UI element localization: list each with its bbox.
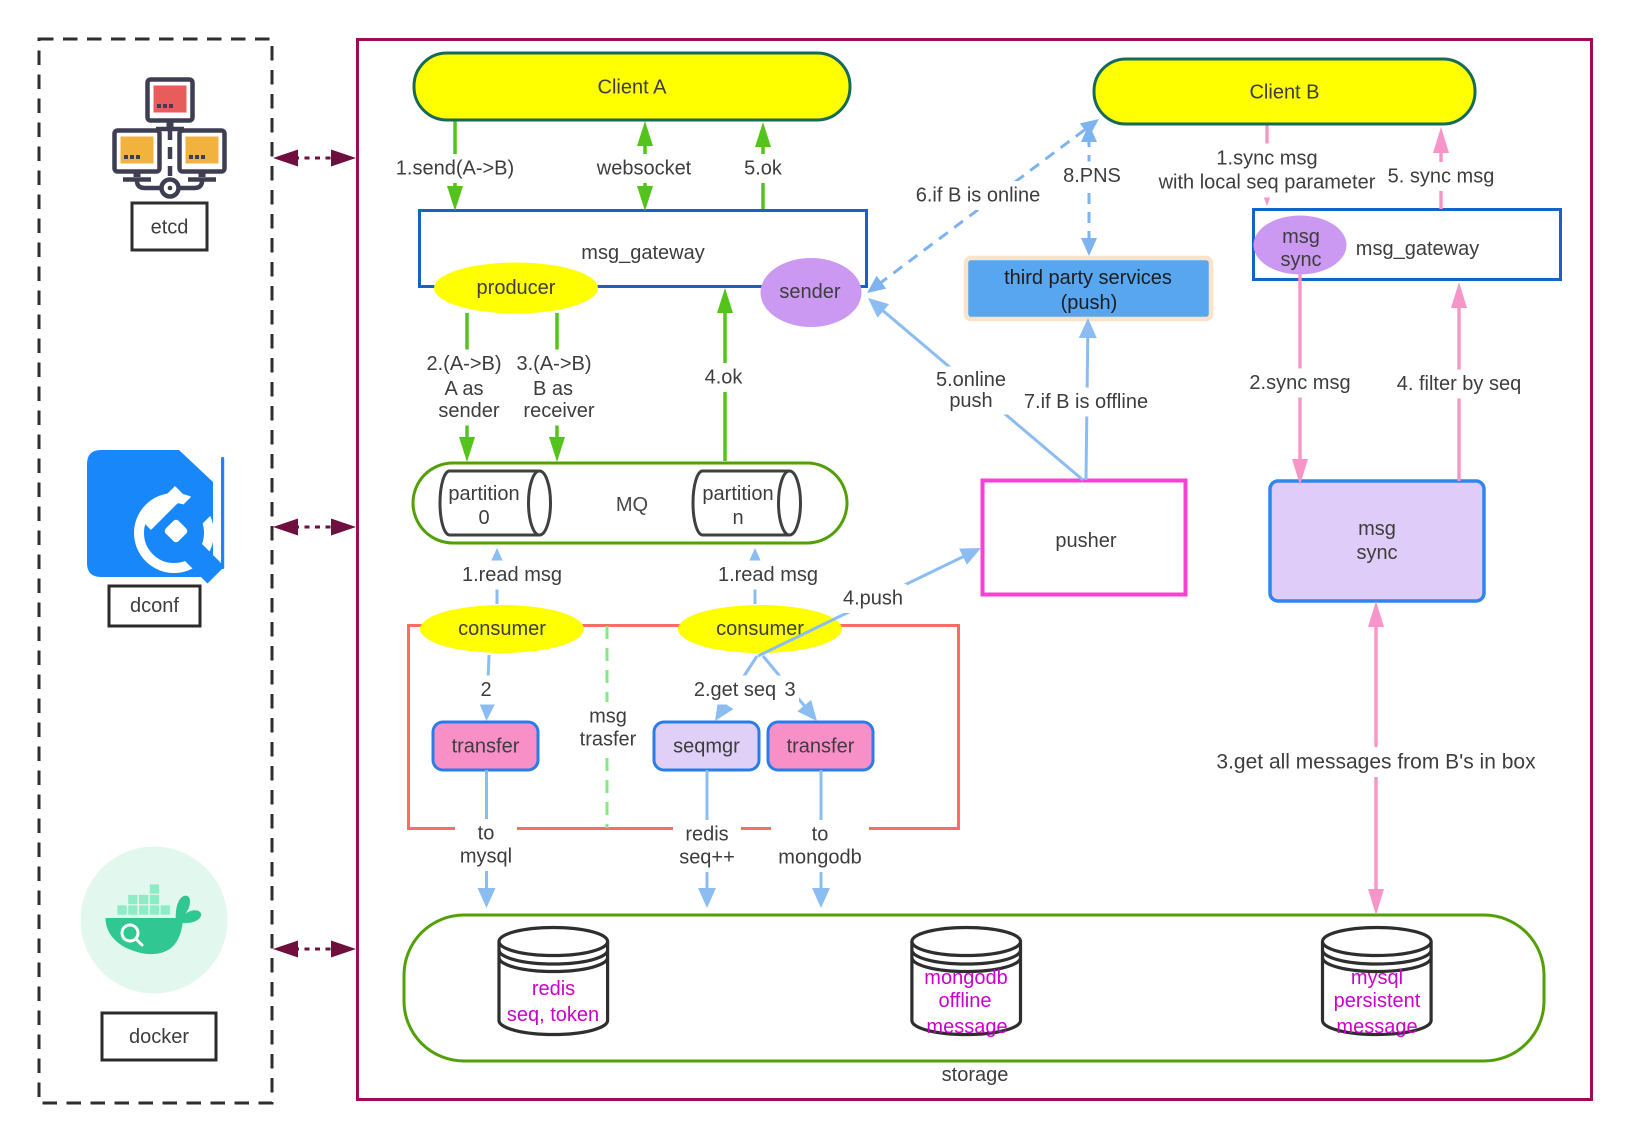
svg-text:Client B: Client B <box>1249 82 1319 104</box>
svg-text:docker: docker <box>129 1026 189 1048</box>
svg-text:2: 2 <box>480 679 491 701</box>
svg-text:storage: storage <box>942 1064 1009 1086</box>
svg-text:3.(A->B): 3.(A->B) <box>516 353 591 375</box>
svg-text:2.(A->B): 2.(A->B) <box>426 353 501 375</box>
svg-text:partition: partition <box>448 483 519 505</box>
svg-text:sync: sync <box>1280 249 1321 271</box>
svg-text:msg: msg <box>1358 518 1396 540</box>
svg-text:mysql: mysql <box>1351 967 1403 989</box>
svg-text:redis: redis <box>532 978 575 1000</box>
svg-text:(push): (push) <box>1061 292 1118 314</box>
svg-text:4.push: 4.push <box>843 588 903 610</box>
svg-text:5.online: 5.online <box>936 369 1006 391</box>
svg-text:5. sync msg: 5. sync msg <box>1388 166 1495 188</box>
svg-text:msg: msg <box>589 706 627 728</box>
svg-text:producer: producer <box>477 277 556 299</box>
svg-text:sender: sender <box>438 400 499 422</box>
svg-text:etcd: etcd <box>151 217 189 239</box>
svg-text:A as: A as <box>445 378 484 400</box>
svg-text:message: message <box>926 1016 1007 1038</box>
svg-text:consumer: consumer <box>716 618 804 640</box>
svg-text:partition: partition <box>702 483 773 505</box>
svg-text:persistent: persistent <box>1334 990 1421 1012</box>
svg-text:1.read msg: 1.read msg <box>462 564 562 586</box>
svg-text:4. filter by seq: 4. filter by seq <box>1397 373 1522 395</box>
svg-text:1.send(A->B): 1.send(A->B) <box>396 158 514 180</box>
svg-text:msg_gateway: msg_gateway <box>1356 238 1479 260</box>
svg-text:seq, token: seq, token <box>507 1004 599 1026</box>
svg-text:0: 0 <box>478 507 489 529</box>
svg-text:consumer: consumer <box>458 618 546 640</box>
svg-text:6.if B is online: 6.if B is online <box>916 185 1041 207</box>
svg-text:msg_gateway: msg_gateway <box>581 242 704 264</box>
svg-text:4.ok: 4.ok <box>705 367 744 389</box>
svg-text:third party services: third party services <box>1004 267 1172 289</box>
svg-text:2.sync msg: 2.sync msg <box>1249 372 1350 394</box>
svg-text:offline: offline <box>938 990 991 1012</box>
svg-text:transfer: transfer <box>452 736 520 758</box>
svg-text:mysql: mysql <box>460 846 512 868</box>
svg-text:8.PNS: 8.PNS <box>1063 165 1121 187</box>
svg-text:2.get seq: 2.get seq <box>694 679 776 701</box>
svg-text:seq++: seq++ <box>679 847 735 869</box>
svg-text:websocket: websocket <box>596 158 692 180</box>
svg-text:mongodb: mongodb <box>924 967 1007 989</box>
svg-text:trasfer: trasfer <box>580 729 637 751</box>
svg-text:to: to <box>812 824 829 846</box>
svg-text:1.read msg: 1.read msg <box>718 564 818 586</box>
svg-text:transfer: transfer <box>787 736 855 758</box>
svg-text:to: to <box>478 823 495 845</box>
svg-text:redis: redis <box>685 824 728 846</box>
svg-text:B as: B as <box>533 378 573 400</box>
svg-text:7.if B is offline: 7.if B is offline <box>1024 391 1148 413</box>
svg-text:3: 3 <box>784 679 795 701</box>
svg-text:dconf: dconf <box>130 595 179 617</box>
svg-text:3.get all messages from B's in: 3.get all messages from B's in box <box>1216 751 1536 774</box>
svg-text:Client A: Client A <box>598 77 668 99</box>
svg-text:push: push <box>949 390 992 412</box>
svg-text:1.sync msg: 1.sync msg <box>1216 148 1317 170</box>
svg-text:with local seq parameter: with local seq parameter <box>1158 172 1376 194</box>
svg-text:mongodb: mongodb <box>778 847 861 869</box>
svg-text:pusher: pusher <box>1055 530 1116 552</box>
svg-text:n: n <box>732 507 743 529</box>
svg-text:sender: sender <box>779 281 840 303</box>
svg-text:sync: sync <box>1356 542 1397 564</box>
svg-text:5.ok: 5.ok <box>744 158 783 180</box>
svg-text:seqmgr: seqmgr <box>673 736 740 758</box>
svg-text:message: message <box>1336 1016 1417 1038</box>
svg-text:receiver: receiver <box>523 400 594 422</box>
svg-text:MQ: MQ <box>616 494 648 516</box>
svg-text:msg: msg <box>1282 226 1320 248</box>
